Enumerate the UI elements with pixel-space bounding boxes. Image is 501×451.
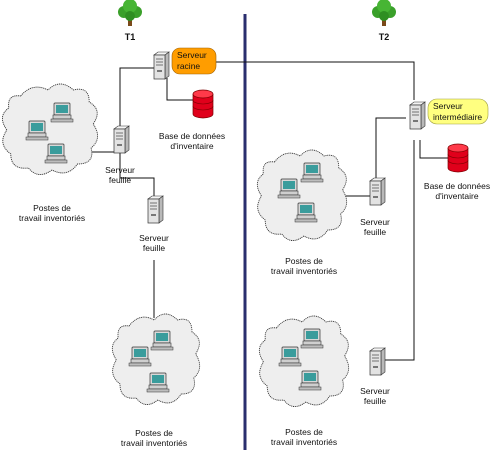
tree-icon-t2 xyxy=(372,0,396,26)
database-icon-right xyxy=(447,143,469,173)
leaf-server-icon xyxy=(113,125,130,154)
leaf-server-label-1: Serveur xyxy=(360,217,390,227)
tree-label-t2: T2 xyxy=(379,32,390,42)
workstation-group-label-2: travail inventoriés xyxy=(121,438,187,448)
leaf-server-label-1: Serveur xyxy=(360,386,390,396)
workstation-icon xyxy=(298,370,322,391)
root-server-label-2: racine xyxy=(177,61,200,71)
db-left-label-1: Base de données xyxy=(159,131,225,141)
leaf-server-label-1: Serveur xyxy=(139,233,169,243)
workstation-icon xyxy=(128,346,152,367)
workstation-icon xyxy=(300,328,324,349)
intermediate-server-label-1: Serveur xyxy=(433,101,463,111)
workstation-group-label-2: travail inventoriés xyxy=(271,437,337,447)
workstation-group-label-2: travail inventoriés xyxy=(19,213,85,223)
workstation-icon xyxy=(146,372,170,393)
db-right-label-2: d'inventaire xyxy=(435,191,478,201)
leaf-server-icon xyxy=(147,195,164,224)
workstation-group-label-1: Postes de xyxy=(33,203,71,213)
workstation-group-label-2: travail inventoriés xyxy=(271,266,337,276)
workstation-icon xyxy=(150,330,174,351)
intermediate-server-icon xyxy=(409,101,426,130)
workstation-group-label-1: Postes de xyxy=(285,256,323,266)
intermediate-server-badge xyxy=(427,98,489,125)
db-left-label-2: d'inventaire xyxy=(170,141,213,151)
db-right-label-1: Base de données xyxy=(424,181,490,191)
workstation-cloud xyxy=(256,149,348,241)
leaf-server-icon xyxy=(369,347,386,376)
workstation-icon xyxy=(50,102,74,123)
leaf-server-label-2: feuille xyxy=(143,243,165,253)
workstation-group-label-1: Postes de xyxy=(285,427,323,437)
intermediate-server-label-2: intermédiaire xyxy=(433,112,482,122)
leaf-server-label-1: Serveur xyxy=(105,165,135,175)
root-server-badge xyxy=(171,47,217,75)
leaf-server-label-2: feuille xyxy=(364,396,386,406)
workstation-icon xyxy=(294,202,318,223)
workstation-icon xyxy=(44,143,68,164)
workstation-group-label-1: Postes de xyxy=(135,428,173,438)
root-server-icon xyxy=(153,51,170,80)
database-icon-left xyxy=(192,89,214,119)
tree-icon-t1 xyxy=(118,0,142,26)
root-server-label-1: Serveur xyxy=(177,50,207,60)
leaf-server-label-2: feuille xyxy=(364,227,386,237)
workstation-icon xyxy=(278,346,302,367)
workstation-icon xyxy=(25,120,49,141)
workstation-icon xyxy=(277,178,301,199)
leaf-server-icon xyxy=(369,177,386,206)
leaf-server-label-2: feuille xyxy=(109,175,131,185)
workstation-icon xyxy=(300,162,324,183)
tree-label-t1: T1 xyxy=(125,32,136,42)
